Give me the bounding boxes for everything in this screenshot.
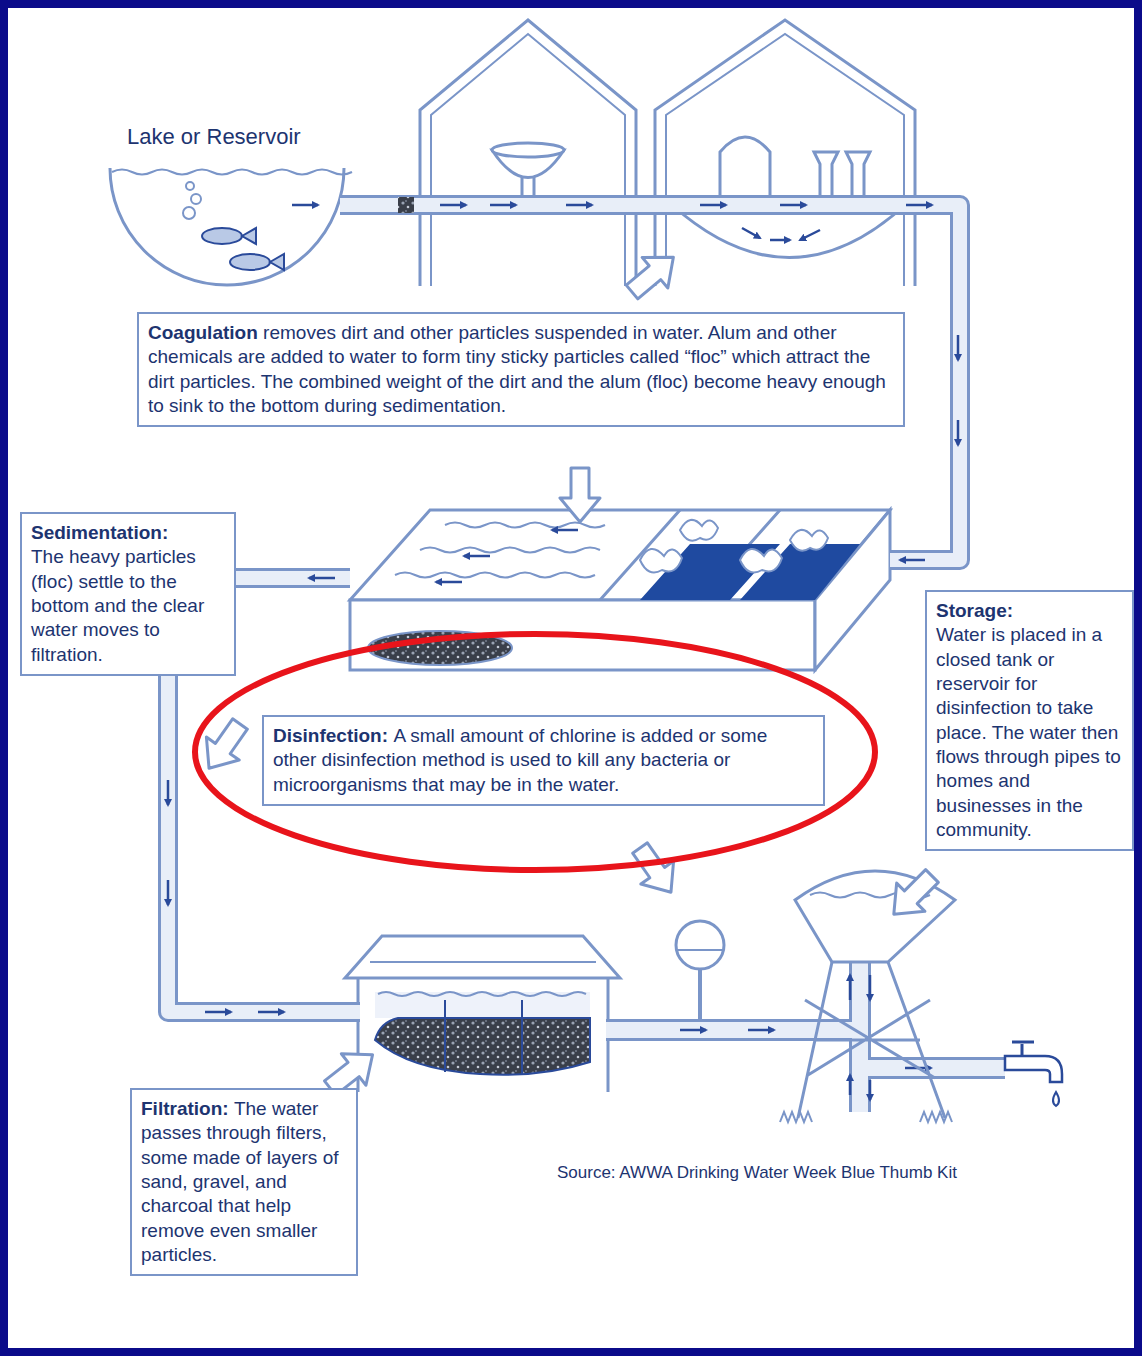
flow-arrows-part [566, 204, 592, 207]
flow-arrows-part [292, 204, 318, 207]
filtration-house-part [378, 992, 586, 996]
node-body: The heavy particles (floc) settle to the… [31, 546, 204, 664]
water-pipes-part [398, 197, 414, 213]
node-body: The water passes through filters, some m… [141, 1098, 338, 1265]
flow-arrows-part [552, 529, 578, 532]
node-body: removes dirt and other particles suspend… [148, 322, 886, 416]
lake-illustration-part [270, 254, 284, 270]
node-body: Water is placed in a closed tank or rese… [936, 624, 1121, 840]
node-heading: Filtration: [141, 1098, 229, 1119]
sedimentation-basin-part [350, 510, 890, 600]
flow-arrows-part [800, 230, 820, 240]
flow-arrows-part [167, 780, 170, 805]
node-heading: Storage: [936, 599, 1123, 623]
chlorine-feeder-part [677, 949, 723, 951]
filtration-house [345, 936, 620, 1092]
mixing-house-part [431, 34, 625, 286]
lake-illustration-part [186, 182, 194, 190]
sedimentation-box: Sedimentation:The heavy particles (floc)… [20, 512, 236, 676]
filtration-house-part [345, 936, 620, 978]
lake-illustration-part [112, 170, 352, 175]
flow-arrows-part [742, 228, 760, 238]
disinfection-box: Disinfection:A small amount of chlorine … [262, 715, 825, 806]
flow-arrows-part [748, 1029, 774, 1032]
sedimentation-basin-part [640, 520, 828, 573]
callout-arrows-part [880, 862, 946, 928]
faucet-part [1005, 1056, 1062, 1082]
water-tower-part [798, 962, 945, 1118]
callout-arrows-part [624, 837, 688, 904]
mixing-house [420, 20, 636, 286]
mixing-house-part [420, 20, 636, 286]
flow-arrows-part [869, 1080, 872, 1100]
coagulation-house-part [814, 152, 838, 198]
filtration-house-part [358, 975, 608, 1092]
coagulation-house-part [846, 152, 870, 198]
chlorine-feeder-part [676, 921, 724, 969]
water-tower-part [780, 1112, 952, 1122]
lake-illustration-part [230, 254, 270, 270]
flow-arrows-part [957, 420, 960, 445]
lake-illustration-part [183, 207, 195, 219]
coagulation-house-part [666, 34, 904, 286]
source-label: Lake or Reservoir [127, 124, 301, 150]
flow-arrows-part [167, 880, 170, 905]
flow-arrows-part [849, 1075, 852, 1095]
flow-arrows-part [770, 239, 790, 242]
faucet [1005, 1042, 1062, 1106]
coagulation-house [655, 20, 915, 286]
coagulation-house-part [720, 137, 770, 200]
source-credit: Source: AWWA Drinking Water Week Blue Th… [557, 1163, 957, 1183]
flow-arrows-part [490, 204, 516, 207]
flow-arrows-part [700, 204, 726, 207]
flow-arrows-part [258, 1011, 284, 1014]
filtration-house-part [375, 992, 590, 1018]
faucet-part [1012, 1042, 1034, 1056]
node-heading: Disinfection: [273, 725, 388, 746]
lake-illustration-part [242, 228, 256, 244]
faucet-part [1053, 1092, 1059, 1106]
filtration-box: Filtration:The water passes through filt… [130, 1088, 358, 1276]
flow-arrows-part [957, 335, 960, 360]
flow-arrows-part [849, 975, 852, 1000]
filtration-house-part [370, 961, 596, 963]
filtration-house-part [375, 1018, 590, 1075]
sedimentation-basin [350, 510, 890, 670]
lake-illustration [110, 168, 352, 285]
chlorine-feeder [676, 921, 724, 969]
flow-arrows-part [680, 1029, 706, 1032]
flow-arrows-part [906, 204, 932, 207]
flow-arrows-part [440, 204, 466, 207]
water-tower [780, 871, 955, 1122]
storage-box: Storage:Water is placed in a closed tank… [925, 590, 1134, 851]
sedimentation-basin-part [395, 523, 605, 578]
flow-arrows-part [869, 975, 872, 1000]
lake-illustration-part [110, 168, 344, 285]
flow-arrows-part [205, 1011, 231, 1014]
flow-arrows-part [464, 555, 490, 558]
lake-illustration-part [202, 228, 242, 244]
filtration-house-part [445, 1000, 522, 1074]
lake-illustration-part [191, 194, 201, 204]
node-heading: Sedimentation: [31, 521, 225, 545]
flow-arrows-part [309, 577, 335, 580]
coagulation-box: Coagulationremoves dirt and other partic… [137, 312, 905, 427]
mixing-house-part [492, 143, 564, 157]
flow-arrows-part [900, 559, 925, 562]
flow-arrows-part [436, 581, 462, 584]
node-heading: Coagulation [148, 322, 258, 343]
flow-arrows-part [780, 204, 806, 207]
mixing-house-part [522, 176, 534, 196]
callout-arrows-part [619, 242, 686, 307]
water-pipes-part [698, 968, 702, 1020]
highlight-ellipse [195, 634, 875, 870]
coagulation-house-part [655, 20, 915, 286]
callout-arrows-part [560, 468, 600, 522]
